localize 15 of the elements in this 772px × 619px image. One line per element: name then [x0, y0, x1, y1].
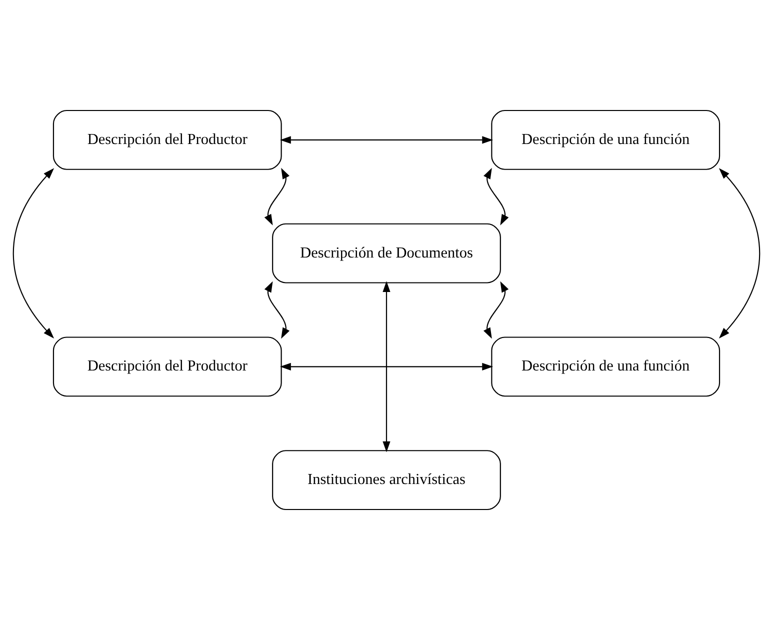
node-box: Descripción de una función [490, 109, 720, 170]
node-box: Descripción de una función [490, 336, 720, 396]
arrow [280, 136, 493, 144]
arrow [482, 280, 508, 338]
node-box: Descripción del Productor [52, 109, 282, 170]
node-box: Instituciones archivísticas [272, 450, 500, 510]
arrow [382, 280, 390, 452]
arrow [264, 167, 289, 225]
arrow [483, 167, 508, 225]
node-box: Descripción de Documentos [272, 222, 500, 283]
node-box: Descripción del Productor [52, 336, 282, 396]
arrow [12, 168, 54, 338]
arrow [280, 362, 493, 370]
arrow [264, 280, 290, 338]
arrow [718, 168, 760, 338]
